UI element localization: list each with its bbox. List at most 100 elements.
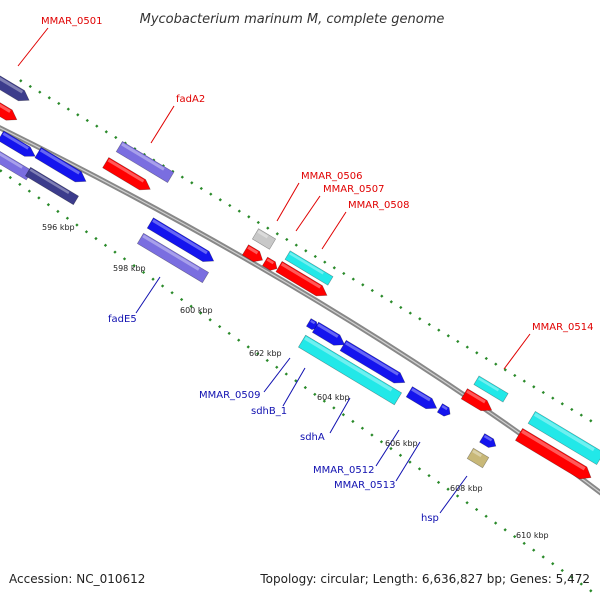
tick-dot — [113, 250, 117, 254]
tick-dot — [484, 356, 488, 361]
tick-dot — [436, 480, 441, 485]
tick-dot — [503, 528, 507, 532]
tick-dot — [389, 446, 393, 451]
tick-dot — [114, 135, 118, 140]
leader-mmar-0513 — [395, 441, 421, 482]
gene-label-mmar-0501: MMAR_0501 — [41, 16, 103, 27]
tick-dot — [560, 402, 564, 406]
tick-dot — [228, 203, 232, 208]
gene-fada2 — [115, 140, 175, 184]
tick-label: 610 kbp — [516, 531, 549, 540]
gene-sdha — [339, 339, 406, 384]
tick-dot — [256, 220, 260, 225]
tick-dot — [427, 322, 431, 327]
tick-dot — [560, 568, 564, 573]
tick-dot — [56, 209, 60, 214]
tick-label: 602 kbp — [249, 349, 282, 358]
gene-label-sdha: sdhA — [300, 432, 325, 443]
leader-fade5 — [135, 276, 161, 314]
tick-dot — [522, 379, 526, 383]
gene-mmar-0513 — [436, 403, 451, 417]
accession-text: Accession: NC_010612 — [9, 572, 146, 586]
tick-dot — [532, 385, 536, 389]
gene-red-0514 — [460, 388, 493, 412]
tick-dot — [237, 209, 241, 213]
tick-dot — [579, 413, 583, 417]
tick-dot — [275, 232, 279, 236]
gene-label-mmar-0513: MMAR_0513 — [334, 480, 396, 491]
tick-label: 606 kbp — [385, 439, 418, 448]
tick-dot — [551, 396, 555, 400]
tick-dot — [76, 113, 80, 117]
gene-mmar-0501 — [0, 74, 30, 102]
map-title: Mycobacterium marinum M, complete genome — [140, 12, 445, 27]
leader-sdhb-1 — [282, 367, 306, 407]
gene-red-left — [0, 98, 18, 121]
tick-dot — [532, 548, 536, 552]
gene-hsp — [466, 447, 490, 469]
tick-dot — [104, 130, 108, 134]
tick-dot — [456, 339, 460, 344]
gene-label-mmar-0514: MMAR_0514 — [532, 322, 594, 333]
tick-dot — [27, 189, 31, 193]
tick-dot — [570, 575, 574, 579]
tick-dot — [28, 84, 32, 89]
leader-mmar-0501 — [17, 27, 49, 67]
gene-label-hsp: hsp — [421, 513, 439, 524]
gene-label-mmar-0506: MMAR_0506 — [301, 171, 363, 182]
leader-fada2 — [150, 105, 175, 144]
tick-dot — [427, 473, 431, 478]
tick-dot — [66, 107, 70, 111]
tick-dot — [589, 419, 593, 423]
tick-dot — [446, 487, 450, 491]
tick-dot — [19, 79, 23, 83]
tick-dot — [180, 175, 184, 179]
tick-dot — [190, 181, 194, 185]
gene-mmar-0514 — [473, 375, 509, 403]
tick-dot — [455, 494, 460, 498]
tick-label: 598 kbp — [113, 264, 146, 273]
scale-tick-labels: 596 kbp 598 kbp 600 kbp 602 kbp 604 kbp … — [42, 223, 549, 540]
tick-dot — [370, 288, 374, 293]
tick-dot — [122, 257, 127, 261]
leader-mmar-0508 — [321, 211, 347, 250]
tick-dot — [199, 186, 203, 191]
tick-dot — [266, 226, 270, 230]
tick-dot — [46, 203, 51, 207]
tick-dot — [141, 270, 146, 275]
tick-dot — [322, 399, 326, 403]
gene-mmar-0512 — [405, 386, 438, 410]
tick-dot — [37, 196, 41, 200]
tick-dot — [579, 582, 583, 586]
tick-dot-tracks — [0, 79, 593, 593]
tick-dot — [408, 460, 412, 464]
topology-text: Topology: circular; Length: 6,636,827 bp… — [260, 572, 590, 586]
leader-mmar-0506 — [276, 182, 300, 222]
tick-dot — [408, 311, 412, 315]
tick-dot — [589, 589, 593, 593]
tick-dot — [494, 362, 498, 366]
gene-mmar-0506 — [251, 228, 277, 250]
tick-dot — [284, 372, 288, 376]
tick-dot — [209, 192, 213, 196]
tick-dot — [218, 324, 222, 329]
tick-dot — [75, 223, 79, 227]
gene-label-mmar-0512: MMAR_0512 — [313, 465, 375, 476]
tick-dot — [256, 352, 260, 356]
tick-dot — [208, 318, 212, 322]
gene-mmar-0507 — [241, 244, 263, 263]
tick-dot — [294, 379, 298, 383]
gene-cyan-right — [527, 410, 600, 466]
leader-mmar-0507 — [295, 195, 321, 232]
tick-dot — [361, 283, 365, 287]
leader-sdha — [329, 397, 351, 434]
tick-dot — [94, 236, 98, 241]
tick-dot — [95, 124, 99, 128]
tick-dot — [551, 562, 555, 566]
tick-dot — [513, 373, 517, 378]
tick-dot — [65, 216, 70, 220]
tick-dot — [189, 304, 193, 308]
tick-dot — [379, 440, 384, 444]
tick-dot — [418, 317, 422, 321]
